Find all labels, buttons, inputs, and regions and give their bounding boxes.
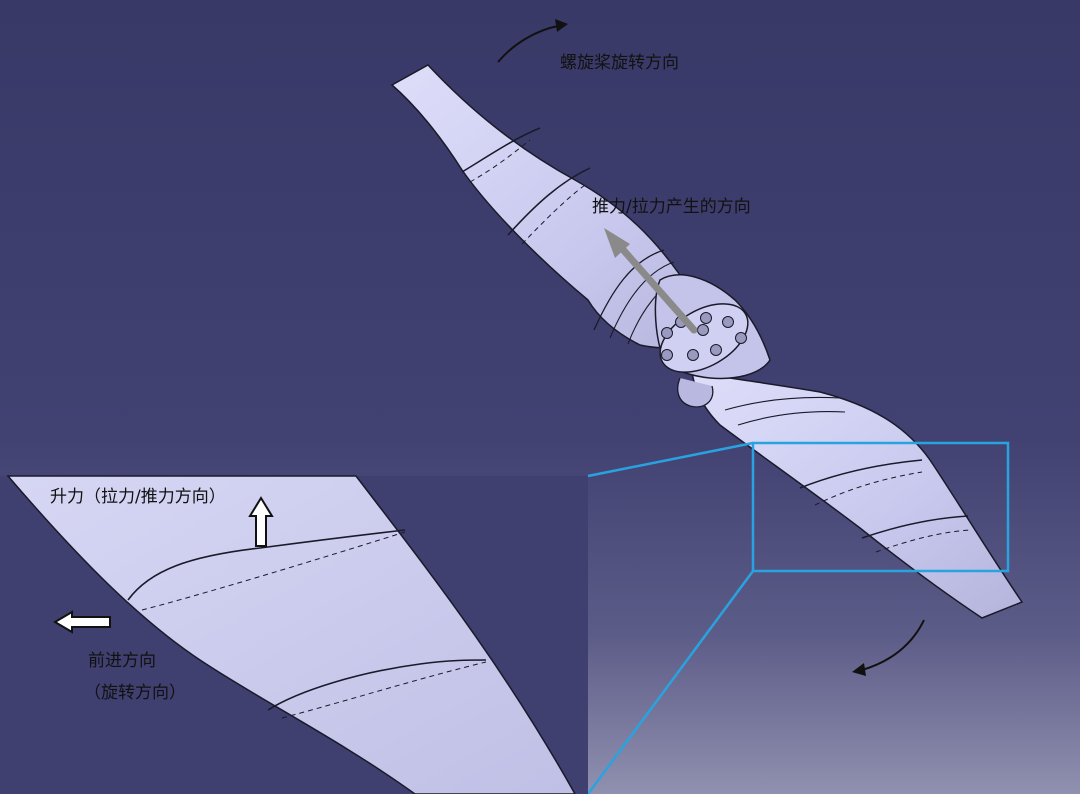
upper-blade-root-line (609, 261, 675, 339)
zoom-region-box (751, 441, 1010, 573)
upper-blade-section-line (507, 167, 591, 236)
lower-blade-section-dashed (875, 529, 971, 553)
zoom-inset-blade (6, 475, 576, 794)
lower-blade-section-dashed (814, 471, 923, 506)
forward-rotation-note: （旋转方向） (84, 683, 186, 703)
upper-blade-section-dashed (469, 139, 531, 183)
lower-blade-section-line (861, 515, 969, 539)
thrust-direction-label: 推力/拉力产生的方向 (592, 197, 751, 217)
lift-direction-label: 升力（拉力/推力方向） (50, 487, 226, 507)
lower-blade-section-line (799, 459, 923, 489)
zoom-inset-section-line (267, 659, 487, 711)
thrust-arrow (604, 228, 698, 334)
upper-blade-root-line (593, 249, 665, 331)
forward-direction-label: 前进方向 (88, 651, 156, 671)
rotation-direction-label: 螺旋桨旋转方向 (560, 53, 679, 73)
lift-arrow-icon (248, 496, 274, 547)
rotation-arrow-top (497, 19, 568, 63)
upper-blade-section-line (461, 127, 541, 173)
zoom-inset-section-line (127, 529, 406, 601)
lower-blade-root-line (724, 396, 841, 411)
upper-blade-section-dashed (521, 184, 586, 245)
lower-blade-root-line (737, 411, 846, 426)
zoom-inset-section-dashed (141, 531, 406, 611)
zoom-connector-line (587, 441, 754, 478)
rotation-arrow-bottom (852, 619, 925, 676)
lower-blade (691, 371, 1024, 619)
zoom-connector-line (586, 570, 755, 794)
forward-arrow-icon (53, 610, 111, 634)
